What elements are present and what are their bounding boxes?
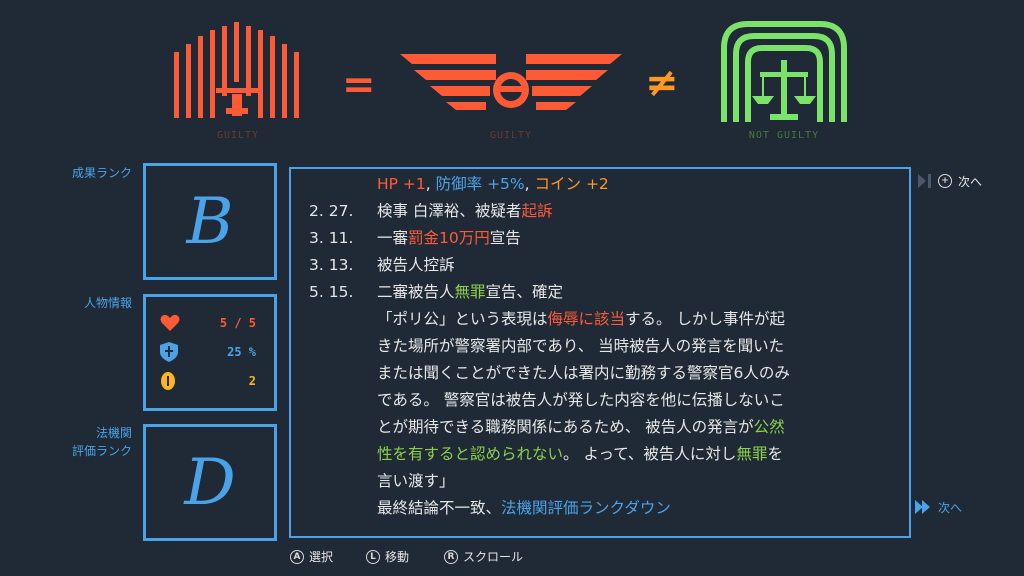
equals-sign: = (342, 62, 376, 108)
next-top-button[interactable]: + 次へ (916, 172, 982, 190)
scroll-hint: R スクロール (444, 548, 523, 565)
character-info-panel: 5 / 5 25 % 2 (143, 294, 277, 411)
ruling-text-line: 性を有すると認められない。 よって、被告人に対し無罪を (377, 445, 783, 463)
result-rank-panel: B (143, 163, 277, 280)
not-equals-sign: ≠ (645, 60, 679, 106)
l-button-icon: L (366, 549, 380, 564)
fast-forward-icon (915, 500, 930, 514)
agency-rank-letter: D (184, 445, 236, 520)
coin-stat-row: 2 (160, 371, 260, 391)
ruling-text-line: 「ポリ公」という表現は侮辱に該当する。 しかし事件が起 (377, 310, 785, 328)
hp-stat-row: 5 / 5 (160, 313, 260, 333)
shield-icon (160, 342, 178, 362)
log-entry: 被告人控訴 (377, 256, 455, 274)
next-top-label: 次へ (958, 174, 983, 189)
ruling-text-line: きた場所が警察署内部であり、 当時被告人の発言を聞いた (377, 337, 785, 355)
log-date: 3. 11. (309, 229, 354, 247)
move-hint: L 移動 (366, 548, 409, 565)
character-info-label: 人物情報 (83, 296, 132, 310)
agency-rank-panel: D (143, 424, 277, 541)
hp-value: 5 / 5 (219, 316, 256, 330)
coin-icon (161, 372, 175, 390)
ruling-text-line: である。 警察官は被告人が発した内容を他に伝播しないこ (377, 391, 785, 409)
heart-icon (160, 314, 180, 331)
not-guilty-scales-emblem (721, 21, 847, 122)
final-conclusion-line: 最終結論不一致、法機関評価ランクダウン (377, 499, 671, 517)
a-button-icon: A (290, 549, 304, 564)
log-date: 5. 15. (309, 283, 354, 301)
defense-value: 25 % (227, 345, 256, 359)
log-date: 2. 27. (309, 202, 354, 220)
log-date: 3. 13. (309, 256, 354, 274)
guilty-gavel-emblem (174, 22, 299, 118)
ruling-text-line: 言い渡す」 (377, 472, 455, 490)
result-rank-label: 成果ランク (71, 166, 132, 180)
select-hint: A 選択 (290, 548, 333, 565)
log-entry: 一審罰金10万円宣告 (377, 229, 521, 247)
coin-value: 2 (248, 374, 256, 388)
r-button-icon: R (444, 549, 458, 564)
defense-reward: 防御率 +5% (435, 175, 525, 193)
left-emblem-caption: GUILTY (216, 130, 260, 141)
result-rank-letter: B (186, 184, 234, 259)
guilty-winged-emblem (400, 54, 622, 110)
next-bottom-button[interactable]: 次へ (914, 498, 962, 516)
plus-button-icon: + (938, 174, 952, 188)
log-entry: 検事 白澤裕、被疑者起訴 (377, 202, 553, 220)
ruling-text-line: または聞くことができた人は署内に勤務する警察官6人のみ (377, 364, 790, 382)
case-log-panel[interactable]: HP +1, 防御率 +5%, コイン +2 2. 27. 検事 白澤裕、被疑者… (289, 167, 911, 538)
reward-line: HP +1, 防御率 +5%, コイン +2 (377, 175, 609, 193)
coin-reward: コイン +2 (534, 175, 609, 193)
log-entry: 二審被告人無罪宣告、確定 (377, 283, 564, 301)
right-emblem-caption: NOT GUILTY (748, 130, 820, 141)
skip-end-icon (918, 174, 931, 188)
agency-rank-label-line2: 評価ランク (71, 444, 132, 458)
defense-stat-row: 25 % (160, 342, 260, 362)
agency-rank-label: 法機関 評価ランク (52, 424, 132, 460)
ruling-text-line: とが期待できる職務関係にあるため、 被告人の発言が公然 (377, 418, 785, 436)
middle-emblem-caption: GUILTY (489, 130, 533, 141)
hp-reward: HP +1 (377, 175, 426, 193)
agency-rank-label-line1: 法機関 (95, 426, 132, 440)
next-bottom-label: 次へ (938, 500, 963, 515)
